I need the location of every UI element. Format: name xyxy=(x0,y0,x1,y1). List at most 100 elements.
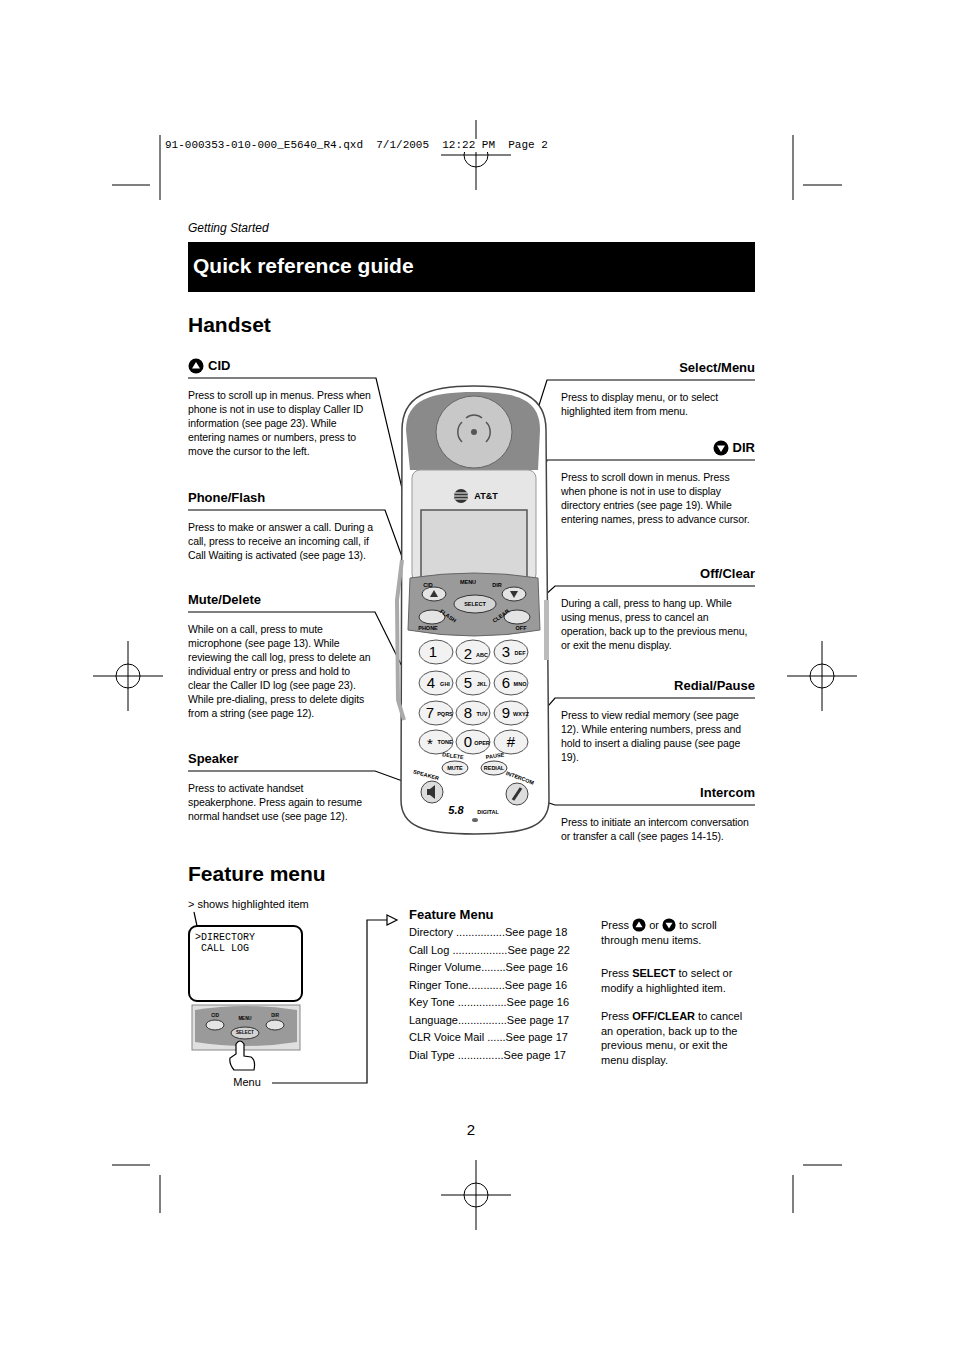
callout-heading-text: Select/Menu xyxy=(679,359,755,377)
crop-mark-part xyxy=(803,185,842,186)
label: CLEAR xyxy=(491,608,510,624)
phone-illustration-part xyxy=(412,470,536,582)
arrow-icon-part xyxy=(665,923,672,929)
phone-illustration-part xyxy=(454,595,496,613)
label: 91-000353-010-000_E5640_R4.qxd 7/1/2005 … xyxy=(163,139,550,152)
callout-heading: Phone/Flash xyxy=(188,489,388,507)
leader-line xyxy=(188,378,755,805)
label: MENU xyxy=(238,1016,251,1021)
down-arrow-icon xyxy=(662,918,676,932)
label: PQRS xyxy=(437,711,453,717)
label: > shows highlighted item xyxy=(188,898,309,911)
phone-illustration-part xyxy=(472,818,478,822)
label: GHI xyxy=(440,681,450,687)
label: SPEAKER xyxy=(412,769,439,782)
instruction-text: Pressorto scroll through menu items. xyxy=(601,918,753,947)
button-name: OFF/CLEAR xyxy=(632,1010,695,1022)
phone-illustration-part xyxy=(397,560,404,720)
registration-mark xyxy=(93,120,857,1230)
keypad-key xyxy=(419,701,453,725)
label: 3 xyxy=(502,643,510,660)
menu-entry: Directory ................See page 18 xyxy=(409,924,570,942)
phone-illustration-part xyxy=(510,591,518,598)
menu-entry: Dial Type ...............See page 17 xyxy=(409,1047,570,1065)
phone-illustration-part xyxy=(422,587,446,601)
phone-illustration-part xyxy=(458,415,490,442)
menu-thumbnail-part xyxy=(206,1020,224,1030)
callout: Phone/FlashPress to make or answer a cal… xyxy=(188,489,388,562)
label: 0 xyxy=(464,733,472,750)
callout-heading-text: Mute/Delete xyxy=(188,591,261,609)
crop-mark-part xyxy=(160,1175,161,1213)
phone-illustration-part xyxy=(430,590,438,597)
phone-illustration-part xyxy=(408,573,540,636)
menu-entry: Ringer Volume........See page 16 xyxy=(409,959,570,977)
callout-heading-text: Off/Clear xyxy=(700,565,755,583)
keypad-key xyxy=(456,701,490,725)
callout: Mute/DeleteWhile on a call, press to mut… xyxy=(188,591,388,720)
registration-mark-part xyxy=(476,120,477,190)
menu-entry: Key Tone ................See page 16 xyxy=(409,994,570,1012)
label: 2 xyxy=(464,645,472,662)
menu-item-text: CALL LOG xyxy=(195,943,296,954)
crop-mark xyxy=(112,135,842,1213)
callout-heading: CID xyxy=(188,357,388,375)
keypad-key xyxy=(494,730,528,754)
label: REDIAL xyxy=(484,765,504,771)
callout: CID Press to scroll up in menus. Press wh… xyxy=(188,357,388,458)
label: Handset xyxy=(188,313,271,337)
keypad-key xyxy=(419,730,453,754)
callout-heading: Select/Menu xyxy=(555,359,755,377)
phone-illustration-part xyxy=(502,587,526,601)
label: MUTE xyxy=(447,765,463,771)
callout-heading-text: Redial/Pause xyxy=(674,677,755,695)
label: MNO xyxy=(514,681,527,687)
label: FLASH xyxy=(439,608,458,624)
title-band xyxy=(188,242,755,292)
callout-body: Press to scroll up in menus. Press when … xyxy=(188,388,374,458)
arrow-icon-part xyxy=(662,918,675,931)
crop-mark-part xyxy=(793,135,794,200)
crop-mark-part xyxy=(112,1165,150,1166)
menu-entry: Ringer Tone............See page 16 xyxy=(409,977,570,995)
instruction-words: or xyxy=(649,919,659,931)
label: 7 xyxy=(426,704,434,721)
label: ABC xyxy=(476,652,488,658)
label: TUV xyxy=(477,711,488,717)
arrow-icon-part xyxy=(192,362,200,369)
label: Menu xyxy=(233,1076,261,1089)
phone-illustration-part xyxy=(436,396,512,468)
phone-illustration-part xyxy=(427,785,435,799)
label: 2 xyxy=(467,1121,475,1138)
callout-body: Press to make or answer a call. During a… xyxy=(188,520,374,562)
menu-entry: CLR Voice Mail ......See page 17 xyxy=(409,1029,570,1047)
registration-mark-part xyxy=(822,641,823,711)
phone-illustration-part xyxy=(442,761,468,775)
callout: Off/ClearDuring a call, press to hang up… xyxy=(555,565,755,652)
up-arrow-icon xyxy=(188,358,204,374)
phone-illustration-part xyxy=(513,788,521,800)
callout-heading: Intercom xyxy=(555,784,755,802)
phone-illustration-part xyxy=(481,761,507,775)
keypad-key xyxy=(494,701,528,725)
label: PHONE xyxy=(418,625,438,631)
phone-illustration-part xyxy=(454,489,468,503)
leader-line-part xyxy=(516,460,755,586)
phone-illustration-part xyxy=(406,392,540,470)
callout-body: Press to view redial memory (see page 12… xyxy=(555,708,753,764)
callout: Select/MenuPress to display menu, or to … xyxy=(555,359,755,418)
label: CID xyxy=(211,1013,219,1018)
instruction-words: Press xyxy=(601,919,629,931)
label: 9 xyxy=(502,704,510,721)
phone-illustration-part xyxy=(471,429,477,435)
leader-line-part xyxy=(188,378,425,586)
up-arrow-icon xyxy=(632,918,646,932)
phone-illustration-part xyxy=(544,600,549,660)
label: PAUSE xyxy=(485,752,504,761)
instruction-text: PressOFF/CLEARto cancel an operation, ba… xyxy=(601,1009,753,1067)
label: AT&T xyxy=(474,491,497,501)
label: Feature menu xyxy=(188,862,326,886)
callout-heading-text: Speaker xyxy=(188,750,239,768)
callout-body: While on a call, press to mute microphon… xyxy=(188,622,374,720)
